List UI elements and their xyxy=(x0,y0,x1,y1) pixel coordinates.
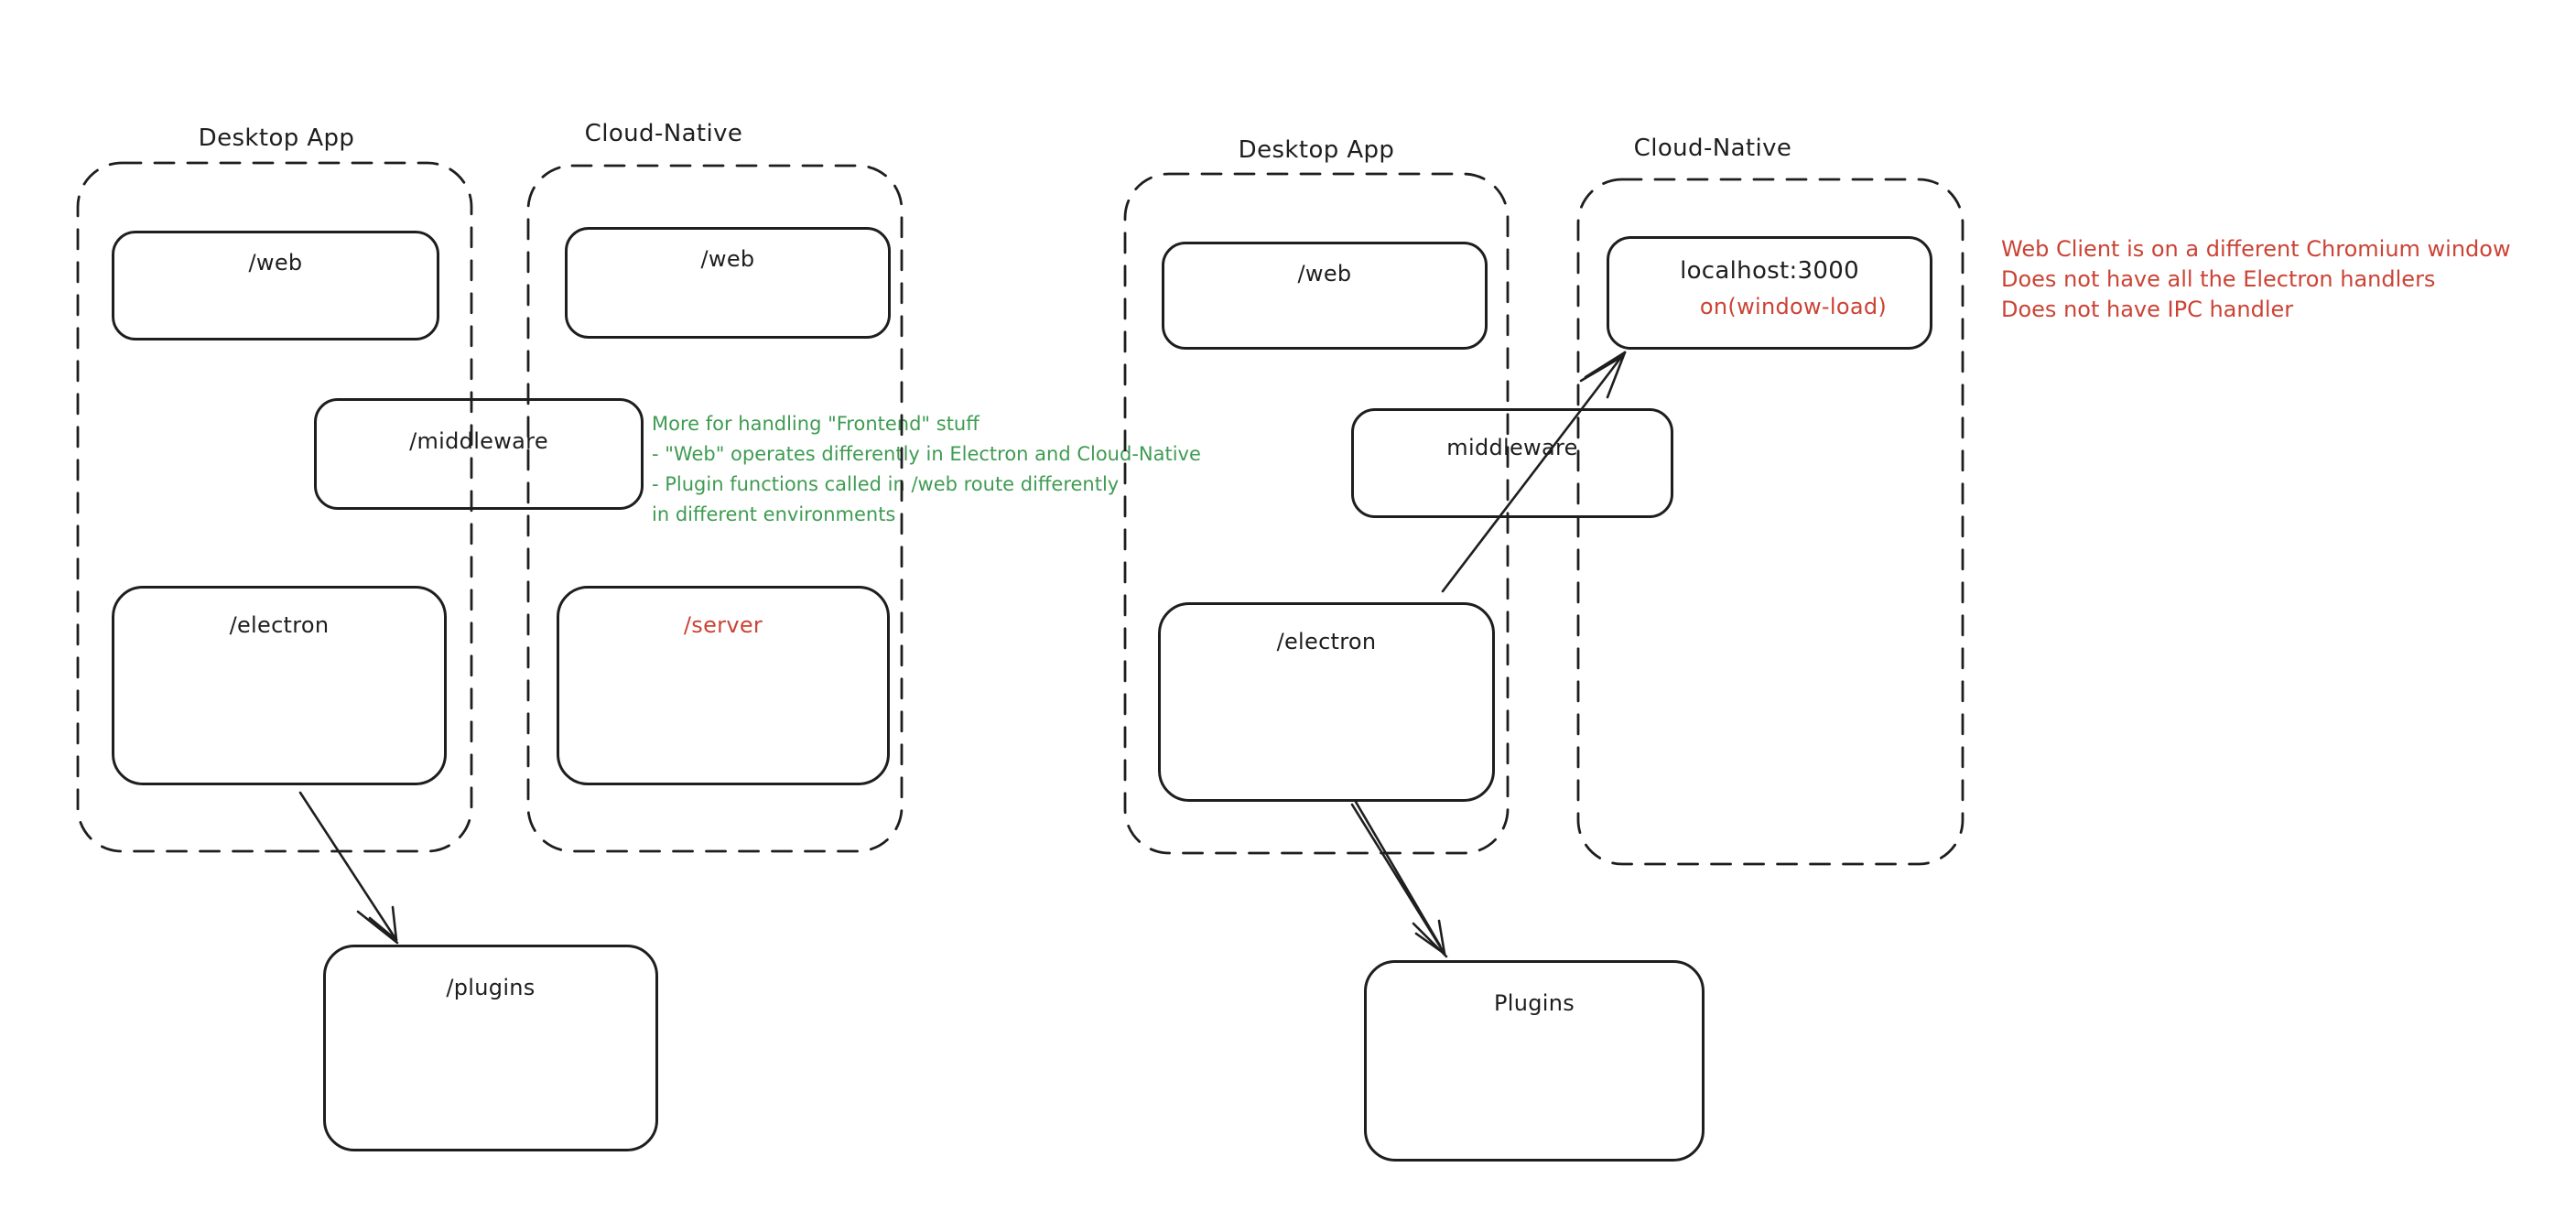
arrow-left-electron-to-plugins xyxy=(298,791,399,945)
left-server-box: /server xyxy=(557,586,890,785)
web-client-note-line: Does not have IPC handler xyxy=(2001,297,2294,322)
right-cloud-native-title: Cloud-Native xyxy=(1633,135,1792,162)
left-middleware-box: /middleware xyxy=(314,398,644,510)
left-electron-box: /electron xyxy=(112,586,447,785)
left-plugins-label: /plugins xyxy=(446,975,536,1000)
frontend-note-line: More for handling "Frontend" stuff xyxy=(652,413,980,435)
right-middleware-box: middleware xyxy=(1351,408,1673,518)
right-plugins-box: Plugins xyxy=(1364,960,1705,1162)
frontend-note-line: - Plugin functions called in /web route … xyxy=(652,473,1120,495)
web-client-note-line: Web Client is on a different Chromium wi… xyxy=(2001,236,2511,262)
right-desktop-web-label: /web xyxy=(1297,261,1352,286)
left-server-label: /server xyxy=(683,612,763,638)
right-localhost-box: localhost:3000 on(window-load) xyxy=(1607,236,1932,350)
left-cloud-web-label: /web xyxy=(700,246,755,272)
right-on-window-load-label: on(window-load) xyxy=(1699,294,1888,319)
left-cloud-native-title: Cloud-Native xyxy=(584,120,743,147)
frontend-note-line: in different environments xyxy=(652,503,896,525)
right-electron-box: /electron xyxy=(1158,602,1495,802)
right-electron-label: /electron xyxy=(1276,629,1377,654)
left-electron-label: /electron xyxy=(229,612,330,638)
arrow-right-electron-to-plugins xyxy=(1350,800,1448,958)
web-client-note-line: Does not have all the Electron handlers xyxy=(2001,266,2436,292)
left-desktop-web-box: /web xyxy=(112,231,439,340)
left-middleware-label: /middleware xyxy=(409,428,548,454)
frontend-note: More for handling "Frontend" stuff - "We… xyxy=(652,409,1201,530)
left-desktop-app-title: Desktop App xyxy=(198,124,355,152)
right-plugins-label: Plugins xyxy=(1493,990,1575,1016)
frontend-note-line: - "Web" operates differently in Electron… xyxy=(652,443,1201,465)
left-cloud-web-box: /web xyxy=(565,227,891,339)
right-desktop-app-title: Desktop App xyxy=(1238,136,1395,164)
right-localhost-label: localhost:3000 xyxy=(1680,257,1859,285)
web-client-note: Web Client is on a different Chromium wi… xyxy=(2001,234,2511,325)
right-middleware-label: middleware xyxy=(1446,435,1578,460)
right-desktop-web-box: /web xyxy=(1162,242,1488,350)
left-desktop-web-label: /web xyxy=(248,250,303,276)
left-plugins-box: /plugins xyxy=(323,945,658,1151)
